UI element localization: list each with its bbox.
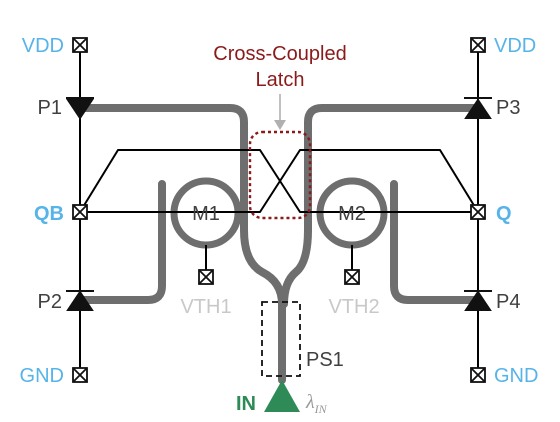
lambda-subscript: IN xyxy=(314,402,328,416)
vth2-label: VTH2 xyxy=(328,296,379,318)
waveguides xyxy=(76,104,482,384)
latch-highlight-box xyxy=(248,130,312,220)
input-triangle xyxy=(264,380,300,412)
pad-vth1 xyxy=(198,269,214,285)
vdd-right-label: VDD xyxy=(494,35,536,57)
waveguide-p2-arm xyxy=(76,180,166,304)
p2-label: P2 xyxy=(38,291,62,313)
wire-qb-cross xyxy=(79,149,478,213)
pad-gnd-left xyxy=(72,367,88,383)
pad-vdd-left xyxy=(72,37,88,53)
gnd-right-label: GND xyxy=(494,365,538,387)
ps1-label: PS1 xyxy=(306,349,344,371)
latch-title-line1: Cross-Coupled xyxy=(213,43,346,65)
pad-vdd-right xyxy=(470,37,486,53)
waveguide-p1-arm xyxy=(76,104,286,384)
m2-label: M2 xyxy=(338,203,366,225)
lambda-in-label: λIN xyxy=(305,391,328,416)
photodiode-p4 xyxy=(464,290,492,311)
p3-label: P3 xyxy=(496,97,520,119)
terminals xyxy=(72,37,486,383)
photodiodes xyxy=(66,97,492,311)
p1-label: P1 xyxy=(38,97,62,119)
latch-title-line2: Latch xyxy=(256,69,305,91)
ps1-box xyxy=(261,301,301,377)
pad-vth2 xyxy=(344,269,360,285)
gnd-left-label: GND xyxy=(20,365,64,387)
wire-q-cross xyxy=(80,149,479,213)
photodiode-p3 xyxy=(464,97,492,119)
pad-qb xyxy=(72,204,88,220)
latch-pointer-arrow xyxy=(274,120,286,130)
waveguide-p3-arm xyxy=(280,104,482,308)
pad-q xyxy=(470,204,486,220)
lambda-symbol: λ xyxy=(305,391,315,413)
vdd-left-label: VDD xyxy=(22,35,64,57)
qb-label: QB xyxy=(34,203,64,225)
p4-label: P4 xyxy=(496,291,520,313)
photodiode-p1 xyxy=(66,97,94,120)
q-label: Q xyxy=(496,203,512,225)
pad-gnd-right xyxy=(470,367,486,383)
vth1-label: VTH1 xyxy=(180,296,231,318)
in-label: IN xyxy=(236,393,256,415)
photodiode-p2 xyxy=(66,290,94,311)
m1-label: M1 xyxy=(192,203,220,225)
waveguide-p4-arm xyxy=(390,180,482,304)
